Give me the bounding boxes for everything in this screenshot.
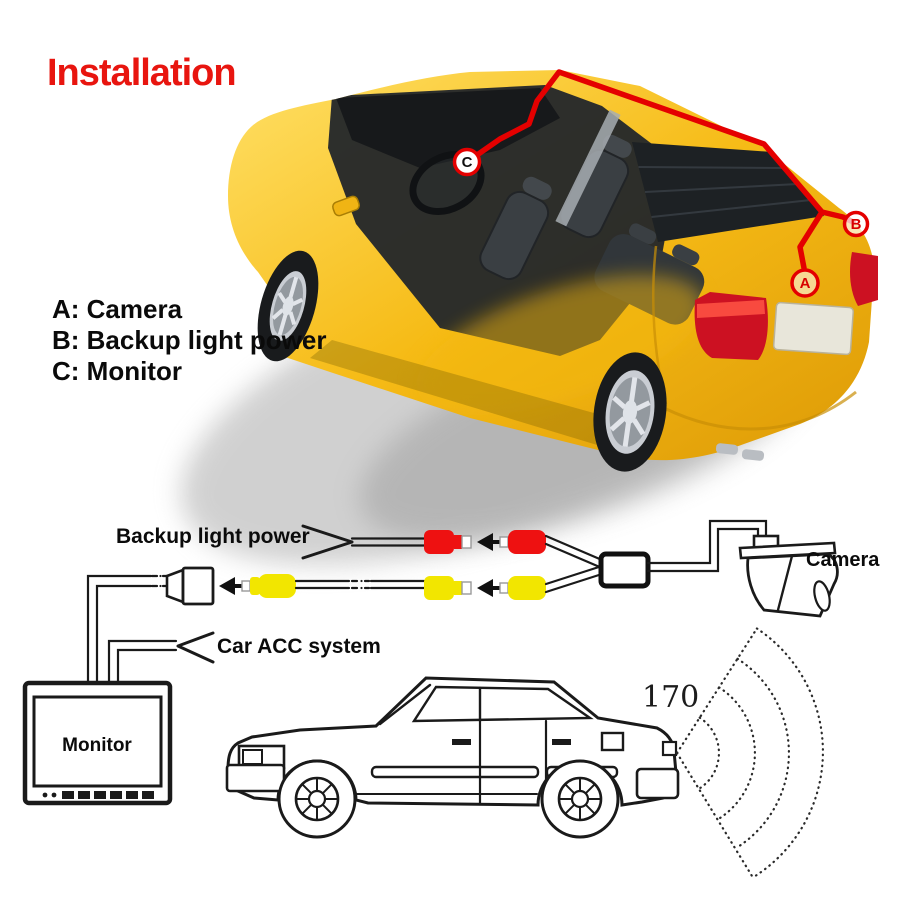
sill-shading xyxy=(310,340,662,458)
yellow-car xyxy=(228,70,878,472)
front-wheel xyxy=(257,250,319,362)
monitor-wires xyxy=(86,574,215,685)
monitor-video-jack xyxy=(181,566,215,606)
marker-b-letter: B xyxy=(850,215,862,233)
legend-item-camera: A: Camera xyxy=(52,294,183,324)
dashboard xyxy=(336,88,560,168)
red-rca-male xyxy=(508,530,546,554)
legend-item-backup-light: B: Backup light power xyxy=(52,325,327,355)
install-point-markers xyxy=(452,147,870,298)
front-bumper xyxy=(225,763,286,793)
right-taillight xyxy=(850,252,878,306)
legend: A: Camera B: Backup light power C: Monit… xyxy=(52,294,326,387)
red-rca-female xyxy=(424,530,454,554)
cable-break-mark xyxy=(350,579,371,590)
sedan-rear-wheel xyxy=(540,759,620,839)
fuel-door xyxy=(600,731,625,752)
marker-a-circle xyxy=(790,268,820,298)
yellow-rca-female xyxy=(424,576,454,600)
junction-box xyxy=(598,551,651,589)
backup-power-lead xyxy=(301,524,426,560)
marker-a-letter: A xyxy=(799,274,811,292)
legend-item-monitor: C: Monitor xyxy=(52,356,182,386)
plug-arrow-icon xyxy=(477,533,493,551)
left-taillight xyxy=(694,292,768,360)
acc-fork xyxy=(176,631,215,664)
yellow-rca-male-monitor-end xyxy=(258,574,296,598)
camera-label: Camera xyxy=(806,549,880,571)
car-interior-cutaway xyxy=(310,85,705,458)
monitor-buttons xyxy=(42,791,154,799)
video-cable-chain xyxy=(165,564,604,606)
license-plate xyxy=(772,301,854,356)
taillight xyxy=(661,740,678,757)
b-pillar xyxy=(555,109,621,227)
side-trim xyxy=(370,765,540,779)
wiring-diagram xyxy=(22,519,839,879)
door-handle xyxy=(452,739,471,745)
marker-c-circle xyxy=(452,147,482,177)
sedan-outline xyxy=(225,676,680,839)
wire-fork xyxy=(301,524,354,560)
monitor-label: Monitor xyxy=(62,735,132,756)
camera-wire xyxy=(646,519,768,573)
camera-icon xyxy=(738,534,839,618)
door-handle xyxy=(552,739,571,745)
power-rca-pair xyxy=(424,530,604,570)
rear-bumper xyxy=(635,767,680,800)
underbody-glow xyxy=(416,275,704,415)
exhaust-pipes xyxy=(715,443,765,461)
adapter-plug xyxy=(165,568,185,604)
marker-c-letter: C xyxy=(461,153,473,171)
side-windows xyxy=(411,685,594,723)
page-title: Installation xyxy=(47,52,237,94)
marker-b-circle xyxy=(842,210,870,238)
rear-window xyxy=(632,142,824,242)
driver-seat xyxy=(479,176,552,281)
bumper-seam xyxy=(663,390,857,431)
side-mirror xyxy=(332,195,360,217)
sensor-wave-fan xyxy=(675,627,824,879)
car-acc-system-label: Car ACC system xyxy=(217,635,381,658)
plug-arrow-icon xyxy=(219,577,235,595)
plug-arrow-icon xyxy=(477,579,493,597)
backup-light-power-label: Backup light power xyxy=(116,525,310,548)
sedan-front-wheel xyxy=(277,759,357,839)
monitor-icon xyxy=(22,680,173,806)
camera-angle-label: 170 xyxy=(642,680,700,715)
rear-wheel xyxy=(593,352,667,472)
yellow-rca-male xyxy=(508,576,546,600)
